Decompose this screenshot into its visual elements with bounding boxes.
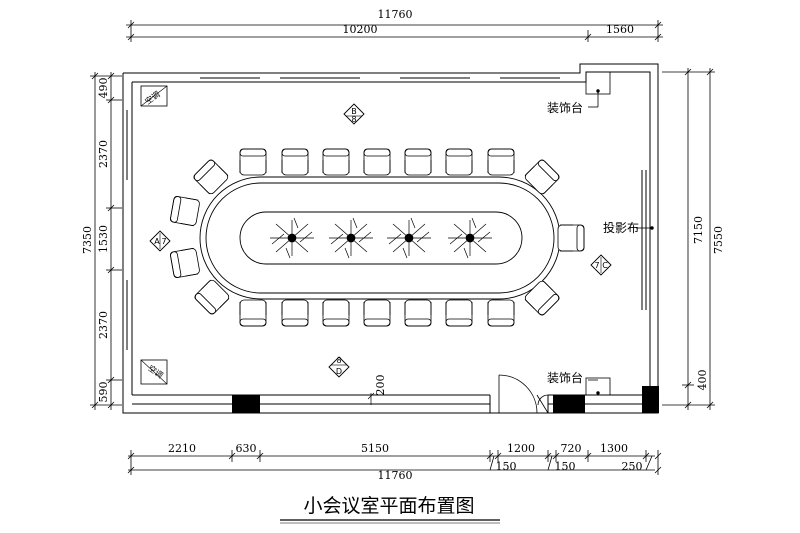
dim-right-inner: 7150 xyxy=(692,216,705,244)
dim-bottom-f: 1300 xyxy=(600,442,628,455)
right-dimensions xyxy=(662,68,715,410)
dim-bottom-total: 11760 xyxy=(378,469,413,482)
marker-b-letter: B xyxy=(351,107,357,116)
chair-end-l1 xyxy=(169,195,201,227)
chair-top-3 xyxy=(322,148,350,176)
marker-c-num: 7 xyxy=(594,261,599,270)
marker-b-num: 8 xyxy=(351,115,356,124)
chair-bottom-7 xyxy=(487,299,515,327)
chair-top-5 xyxy=(404,148,432,176)
chair-end-br xyxy=(523,279,561,317)
deco-table-bottom-label: 装饰台 xyxy=(547,370,583,385)
chair-top-7 xyxy=(487,148,515,176)
marker-d-letter: D xyxy=(336,367,342,376)
marker-d: 8 D xyxy=(328,356,350,378)
chair-end-l2 xyxy=(169,247,201,279)
ac-bottom-label: 空调 xyxy=(146,363,165,380)
conference-table xyxy=(199,176,561,300)
dim-top-left: 10200 xyxy=(343,23,378,36)
projection-screen-label: 投影布 xyxy=(603,220,639,235)
marker-c: 7 C xyxy=(590,254,612,276)
dim-bottom-b: 630 xyxy=(236,442,257,455)
chair-bottom-4 xyxy=(363,299,391,327)
plant-3 xyxy=(387,217,431,259)
column-1 xyxy=(232,395,260,413)
dim-inner: 200 xyxy=(374,375,387,396)
marker-a-letter: A xyxy=(154,237,160,246)
dim-left-d: 2370 xyxy=(97,311,110,339)
deco-table-top xyxy=(585,71,611,108)
chair-top-2 xyxy=(281,148,309,176)
chair-top-6 xyxy=(445,148,473,176)
marker-d-num: 8 xyxy=(336,356,341,365)
drawing-title: 小会议室平面布置图 xyxy=(303,495,474,517)
dim-bottom-h: 150 xyxy=(555,460,576,473)
chair-bottom-3 xyxy=(322,299,350,327)
deco-table-top-label: 装饰台 xyxy=(547,100,583,115)
dim-bottom-i: 250 xyxy=(622,460,643,473)
ac-unit-top: 空调 xyxy=(140,85,168,107)
column-2 xyxy=(553,395,585,413)
bottom-dimensions xyxy=(127,450,662,475)
screen-leader xyxy=(636,226,654,230)
dim-left-e: 590 xyxy=(97,382,110,403)
door xyxy=(498,374,549,414)
dim-top-right: 1560 xyxy=(606,23,634,36)
chair-end-r xyxy=(557,224,585,252)
chair-bottom-5 xyxy=(404,299,432,327)
marker-c-letter: C xyxy=(602,261,608,270)
chair-bottom-1 xyxy=(239,299,267,327)
table-plants xyxy=(270,217,492,259)
chair-top-4 xyxy=(363,148,391,176)
marker-a-num: 7 xyxy=(161,237,166,246)
dim-bottom-d: 1200 xyxy=(507,442,535,455)
dim-bottom-c: 5150 xyxy=(361,442,389,455)
left-dimensions xyxy=(90,72,122,410)
chair-top-1 xyxy=(239,148,267,176)
dim-left-c: 1530 xyxy=(97,225,110,253)
chair-end-bl xyxy=(193,278,231,316)
plant-4 xyxy=(448,217,492,259)
dim-left-b: 2370 xyxy=(97,140,110,168)
chair-bottom-2 xyxy=(281,299,309,327)
deco-table-bottom xyxy=(585,377,611,396)
chair-end-tr xyxy=(523,158,561,196)
dim-left-a: 490 xyxy=(97,78,110,99)
marker-b: B 8 xyxy=(343,103,365,125)
dim-top-total: 11760 xyxy=(378,8,413,21)
dim-bottom-a: 2210 xyxy=(168,442,196,455)
column-3 xyxy=(642,386,659,413)
plant-2 xyxy=(329,217,373,259)
dim-bottom-e: 720 xyxy=(561,442,582,455)
marker-a: A 7 xyxy=(149,230,171,252)
chair-bottom-6 xyxy=(445,299,473,327)
dim-left-total: 7350 xyxy=(81,226,94,254)
ac-top-label: 空调 xyxy=(143,89,162,106)
dim-right-outer: 7550 xyxy=(712,226,725,254)
ac-unit-bottom: 空调 xyxy=(140,359,168,385)
top-dimensions xyxy=(126,20,663,42)
dim-right-small: 400 xyxy=(696,370,709,391)
dim-bottom-g: 150 xyxy=(496,460,517,473)
plant-1 xyxy=(270,217,314,259)
inner-dimension xyxy=(367,392,375,405)
